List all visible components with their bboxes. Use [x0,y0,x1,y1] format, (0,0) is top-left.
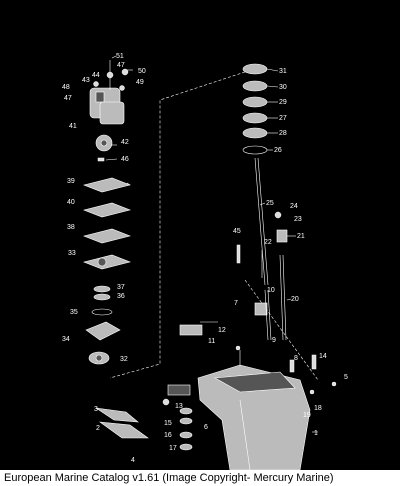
callout-30: 30 [279,84,287,91]
callout-12: 12 [218,327,226,334]
callout-32: 32 [120,356,128,363]
water-pump-housing [89,60,129,125]
stud-and-retainer [179,321,241,370]
callout-7: 7 [234,300,238,307]
callout-41: 41 [69,123,77,130]
pump-gaskets-and-plates [83,177,131,270]
callout-27: 27 [279,115,287,122]
callout-49: 49 [136,79,144,86]
callout-18: 18 [314,405,322,412]
callout-45: 45 [233,228,241,235]
callout-10: 10 [267,287,275,294]
callout-4: 4 [131,457,135,464]
callout-33: 33 [68,250,76,257]
callout-24: 24 [290,203,298,210]
callout-44: 44 [92,72,100,79]
callout-43: 43 [82,77,90,84]
callout-20: 20 [291,296,299,303]
callout-39: 39 [67,178,75,185]
callout-3: 3 [94,406,98,413]
callout-47b: 47 [64,95,72,102]
callout-21: 21 [297,233,305,240]
callout-31: 31 [279,68,287,75]
lower-washers-and-nuts [162,398,193,451]
callout-35: 35 [70,309,78,316]
gear-housing [197,364,311,470]
pump-impeller [95,134,113,152]
callout-34: 34 [62,336,70,343]
callout-11: 11 [208,338,215,345]
callout-40: 40 [67,199,75,206]
callout-37: 37 [117,284,125,291]
callout-26: 26 [274,147,282,154]
callout-22: 22 [264,239,272,246]
callout-46: 46 [121,156,129,163]
callout-25: 25 [266,200,274,207]
drive-shaft [254,157,269,286]
callout-9: 9 [272,337,276,344]
callout-23: 23 [294,216,302,223]
callout-16: 16 [164,432,172,439]
callout-14: 14 [319,353,327,360]
callout-1: 1 [314,430,318,437]
assembly-guide-line [109,71,246,379]
callout-13: 13 [175,403,183,410]
callout-19: 19 [303,412,311,419]
bearing-stack [242,63,268,155]
callout-6: 6 [204,424,208,431]
callout-17: 17 [169,445,177,452]
leader-lines [105,55,318,433]
shift-components [236,211,288,264]
trim-tab-and-anodes [95,384,191,439]
assembly-guide-line-water-tube [244,279,319,381]
callout-2: 2 [96,425,100,432]
callout-47: 47 [117,62,125,69]
oil-seal-carrier [85,285,121,341]
shift-cam-assembly [254,289,272,341]
callout-29: 29 [279,99,287,106]
seal-ring [88,351,110,365]
callout-50: 50 [138,68,146,75]
callout-51: 51 [116,53,124,60]
callout-15: 15 [164,420,172,427]
exploded-parts-diagram: 1 2 3 4 5 6 7 8 9 10 11 12 13 14 15 16 1… [62,53,348,470]
callout-5: 5 [344,374,348,381]
shift-shaft [279,254,287,341]
callout-numbers: 1 2 3 4 5 6 7 8 9 10 11 12 13 14 15 16 1… [62,53,348,464]
pump-key [97,157,105,162]
callout-8: 8 [294,355,298,362]
callout-36: 36 [117,293,125,300]
callout-38: 38 [67,224,75,231]
image-caption: European Marine Catalog v1.61 (Image Cop… [0,470,400,486]
callout-42: 42 [121,139,129,146]
callout-48: 48 [62,84,70,91]
callout-28: 28 [279,130,287,137]
